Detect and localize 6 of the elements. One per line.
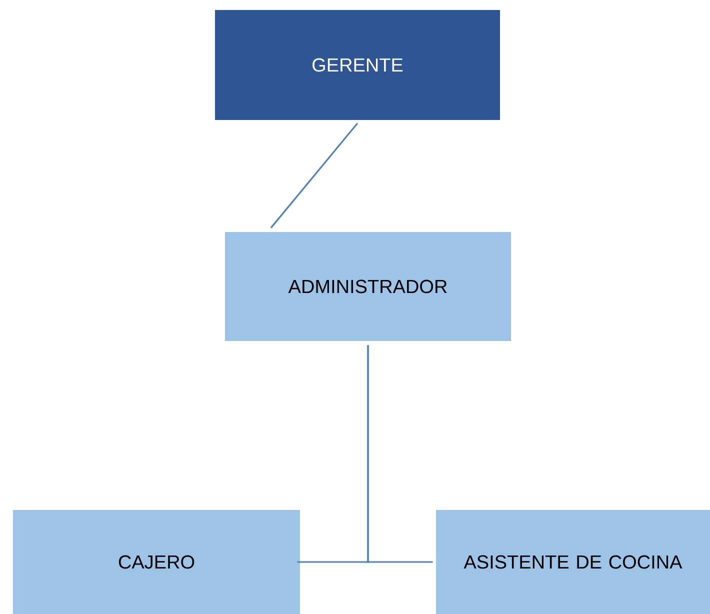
role-box: CAJERO [13,510,300,614]
manager-box: GERENTE [215,10,500,120]
connector-line [270,122,358,228]
role-box: ADMINISTRADOR [225,232,511,341]
role-box: ASISTENTE DE COCINA [436,510,710,614]
connector-line [367,345,433,563]
